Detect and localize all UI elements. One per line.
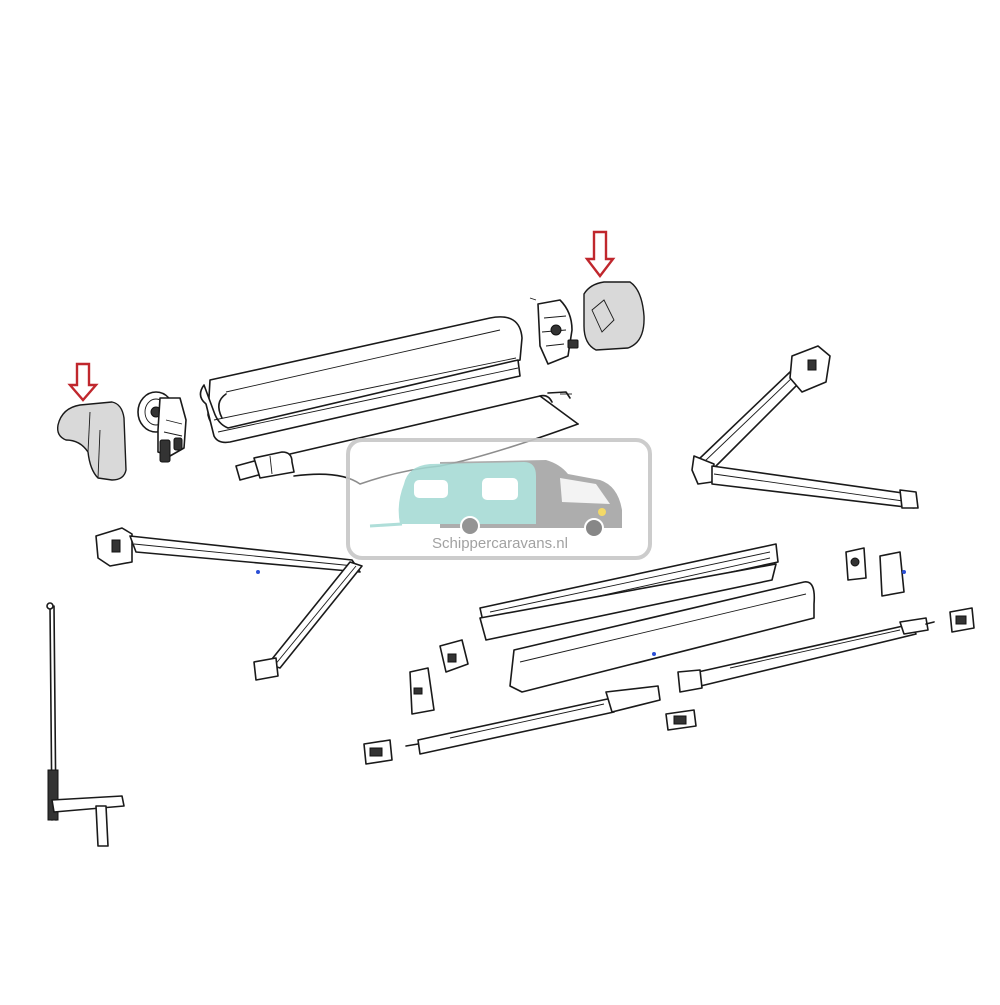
- watermark-text: Schippercaravans.nl: [432, 535, 568, 552]
- end-stop-right: [949, 607, 975, 633]
- support-arm-left: [95, 527, 363, 681]
- bracket-small-4: [879, 551, 906, 597]
- arrow-down-icon: [67, 362, 99, 402]
- cassette-housing: [199, 316, 523, 444]
- end-cap-right: [583, 281, 645, 351]
- bracket-small-3: [845, 547, 867, 581]
- telescopic-leg-left: [405, 685, 661, 755]
- end-stop-mid: [665, 709, 697, 731]
- watermark-logo: Schippercaravans.nl: [346, 438, 652, 560]
- bracket-small-2: [409, 667, 435, 715]
- support-arm-right: [691, 345, 919, 509]
- end-cap-left: [56, 401, 127, 481]
- lower-cover-profile: [509, 581, 816, 693]
- arrow-down-icon: [584, 230, 616, 278]
- caravan-icon: [398, 462, 536, 524]
- telescopic-leg-right: [677, 617, 935, 693]
- spring-motor-left: [137, 391, 187, 463]
- spring-motor-right: [529, 297, 579, 365]
- hand-crank: [46, 602, 125, 847]
- bracket-small-1: [439, 639, 469, 673]
- lower-front-rail: [479, 543, 779, 641]
- end-stop-left: [363, 739, 393, 765]
